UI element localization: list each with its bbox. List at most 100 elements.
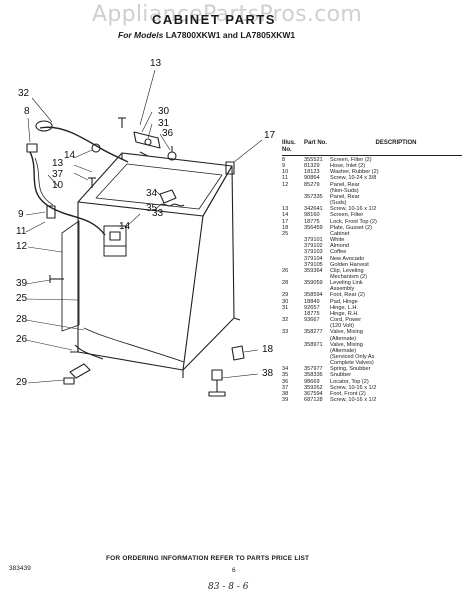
callout-9: 9 (18, 209, 24, 220)
description-cell: Coffee (330, 249, 347, 256)
part-no-cell: 18775 (304, 310, 320, 317)
page-number: 6 (232, 567, 236, 574)
part-no-cell: 358594 (304, 292, 323, 299)
part-no-cell: 93667 (304, 317, 320, 324)
part-no-cell: 18775 (304, 218, 320, 225)
illus-no-cell: 36 (282, 378, 289, 385)
front-foot (211, 369, 223, 381)
callout-14: 14 (64, 150, 76, 161)
parts-table-header: Illus. No. Part No. DESCRIPTION (282, 140, 462, 156)
part-no-cell: 367594 (304, 390, 323, 397)
illus-no-cell: 17 (282, 218, 289, 225)
description-cell: (Non-Suds) (330, 187, 359, 194)
callout-13: 13 (150, 58, 162, 69)
part-no-cell: 359059 (304, 280, 323, 287)
description-cell: Screw, 10-16 x 1/2 (330, 397, 377, 404)
description-cell: Spring, Snubber (330, 366, 371, 373)
cabinet-front (77, 202, 204, 371)
part-no-cell: 356459 (304, 224, 323, 231)
part-no-cell: 98160 (304, 212, 320, 219)
callout-32: 32 (18, 88, 30, 99)
rear-panel (61, 220, 80, 332)
part-no-cell: 359262 (304, 384, 323, 391)
table-row: 357335 Panel, Rear (282, 194, 462, 200)
handwritten-mark: 83 - 8 - 6 (208, 582, 249, 592)
description-cell: Hose, Inlet (2) (330, 163, 366, 170)
part-no-cell: 342641 (304, 206, 323, 213)
description-cell: Golden Harvest (330, 261, 369, 268)
illus-no-cell: 37 (282, 384, 289, 391)
description-cell: Hinge, R.H. (330, 310, 359, 317)
illus-no-cell: 18 (282, 224, 289, 231)
part-no-cell: 18849 (304, 298, 320, 305)
callout-33: 33 (152, 208, 164, 219)
part-no-cell: 357335 (304, 193, 323, 200)
description-cell: Almond (330, 243, 349, 250)
part-no-cell: 355521 (304, 157, 323, 163)
part-no-cell: 357977 (304, 366, 323, 373)
illus-no-cell: 34 (282, 366, 289, 373)
table-row: (Serviced Only As (282, 354, 462, 360)
mixing-valve (103, 225, 127, 257)
part-no-cell: 379105 (304, 261, 323, 268)
inlet-hose (29, 151, 106, 236)
description-cell: Pad, Hinge (330, 298, 358, 305)
callout-39: 39 (16, 278, 28, 289)
callout-38: 38 (262, 368, 274, 379)
callout-17: 17 (264, 130, 276, 141)
document-number: 383439 (9, 565, 31, 572)
part-no-cell: 18123 (304, 169, 320, 176)
callout-28: 28 (16, 314, 28, 325)
table-row: (Non-Suds) (282, 188, 462, 194)
table-row: 30 18849 Pad, Hinge (282, 299, 462, 305)
description-cell: Panel, Rear (330, 193, 360, 200)
callout-31: 31 (158, 118, 170, 129)
callout-35: 35 (146, 203, 158, 214)
table-row: 18775 Hinge, R.H. (282, 311, 462, 317)
illus-no-cell: 29 (282, 292, 289, 299)
callout-8: 8 (24, 106, 30, 117)
table-row: 34 357977 Spring, Snubber (282, 366, 462, 372)
callout-30: 30 (158, 106, 170, 117)
filter-screen (26, 143, 38, 153)
snubber (159, 189, 177, 204)
hinge (133, 131, 161, 149)
snubber-spring (159, 203, 185, 207)
models-list: LA7800XKW1 and LA7805XKW1 (165, 30, 296, 40)
callout-18: 18 (262, 344, 274, 355)
description-cell: Snubber (330, 372, 352, 379)
part-no-cell: 359364 (304, 267, 323, 274)
description-cell: (120 Volt) (330, 323, 354, 330)
description-cell: Foot, Front (2) (330, 390, 366, 397)
illus-no-cell: 9 (282, 163, 286, 170)
part-no-cell: 90864 (304, 175, 320, 182)
table-row: 379105 Golden Harvest (282, 262, 462, 268)
illus-no-cell: 33 (282, 329, 289, 336)
description-cell: (Suds) (330, 200, 347, 207)
description-cell: (Alternate) (330, 347, 357, 354)
illus-no-cell: 28 (282, 280, 289, 287)
description-cell: Valve, Mixing (330, 329, 363, 336)
illus-no-cell: 30 (282, 298, 289, 305)
description-cell: Washer, Rubber (2) (330, 169, 379, 176)
callout-14-valve: 14 (119, 221, 131, 232)
description-cell: Panel, Rear (330, 181, 360, 188)
description-cell: White (330, 237, 345, 244)
